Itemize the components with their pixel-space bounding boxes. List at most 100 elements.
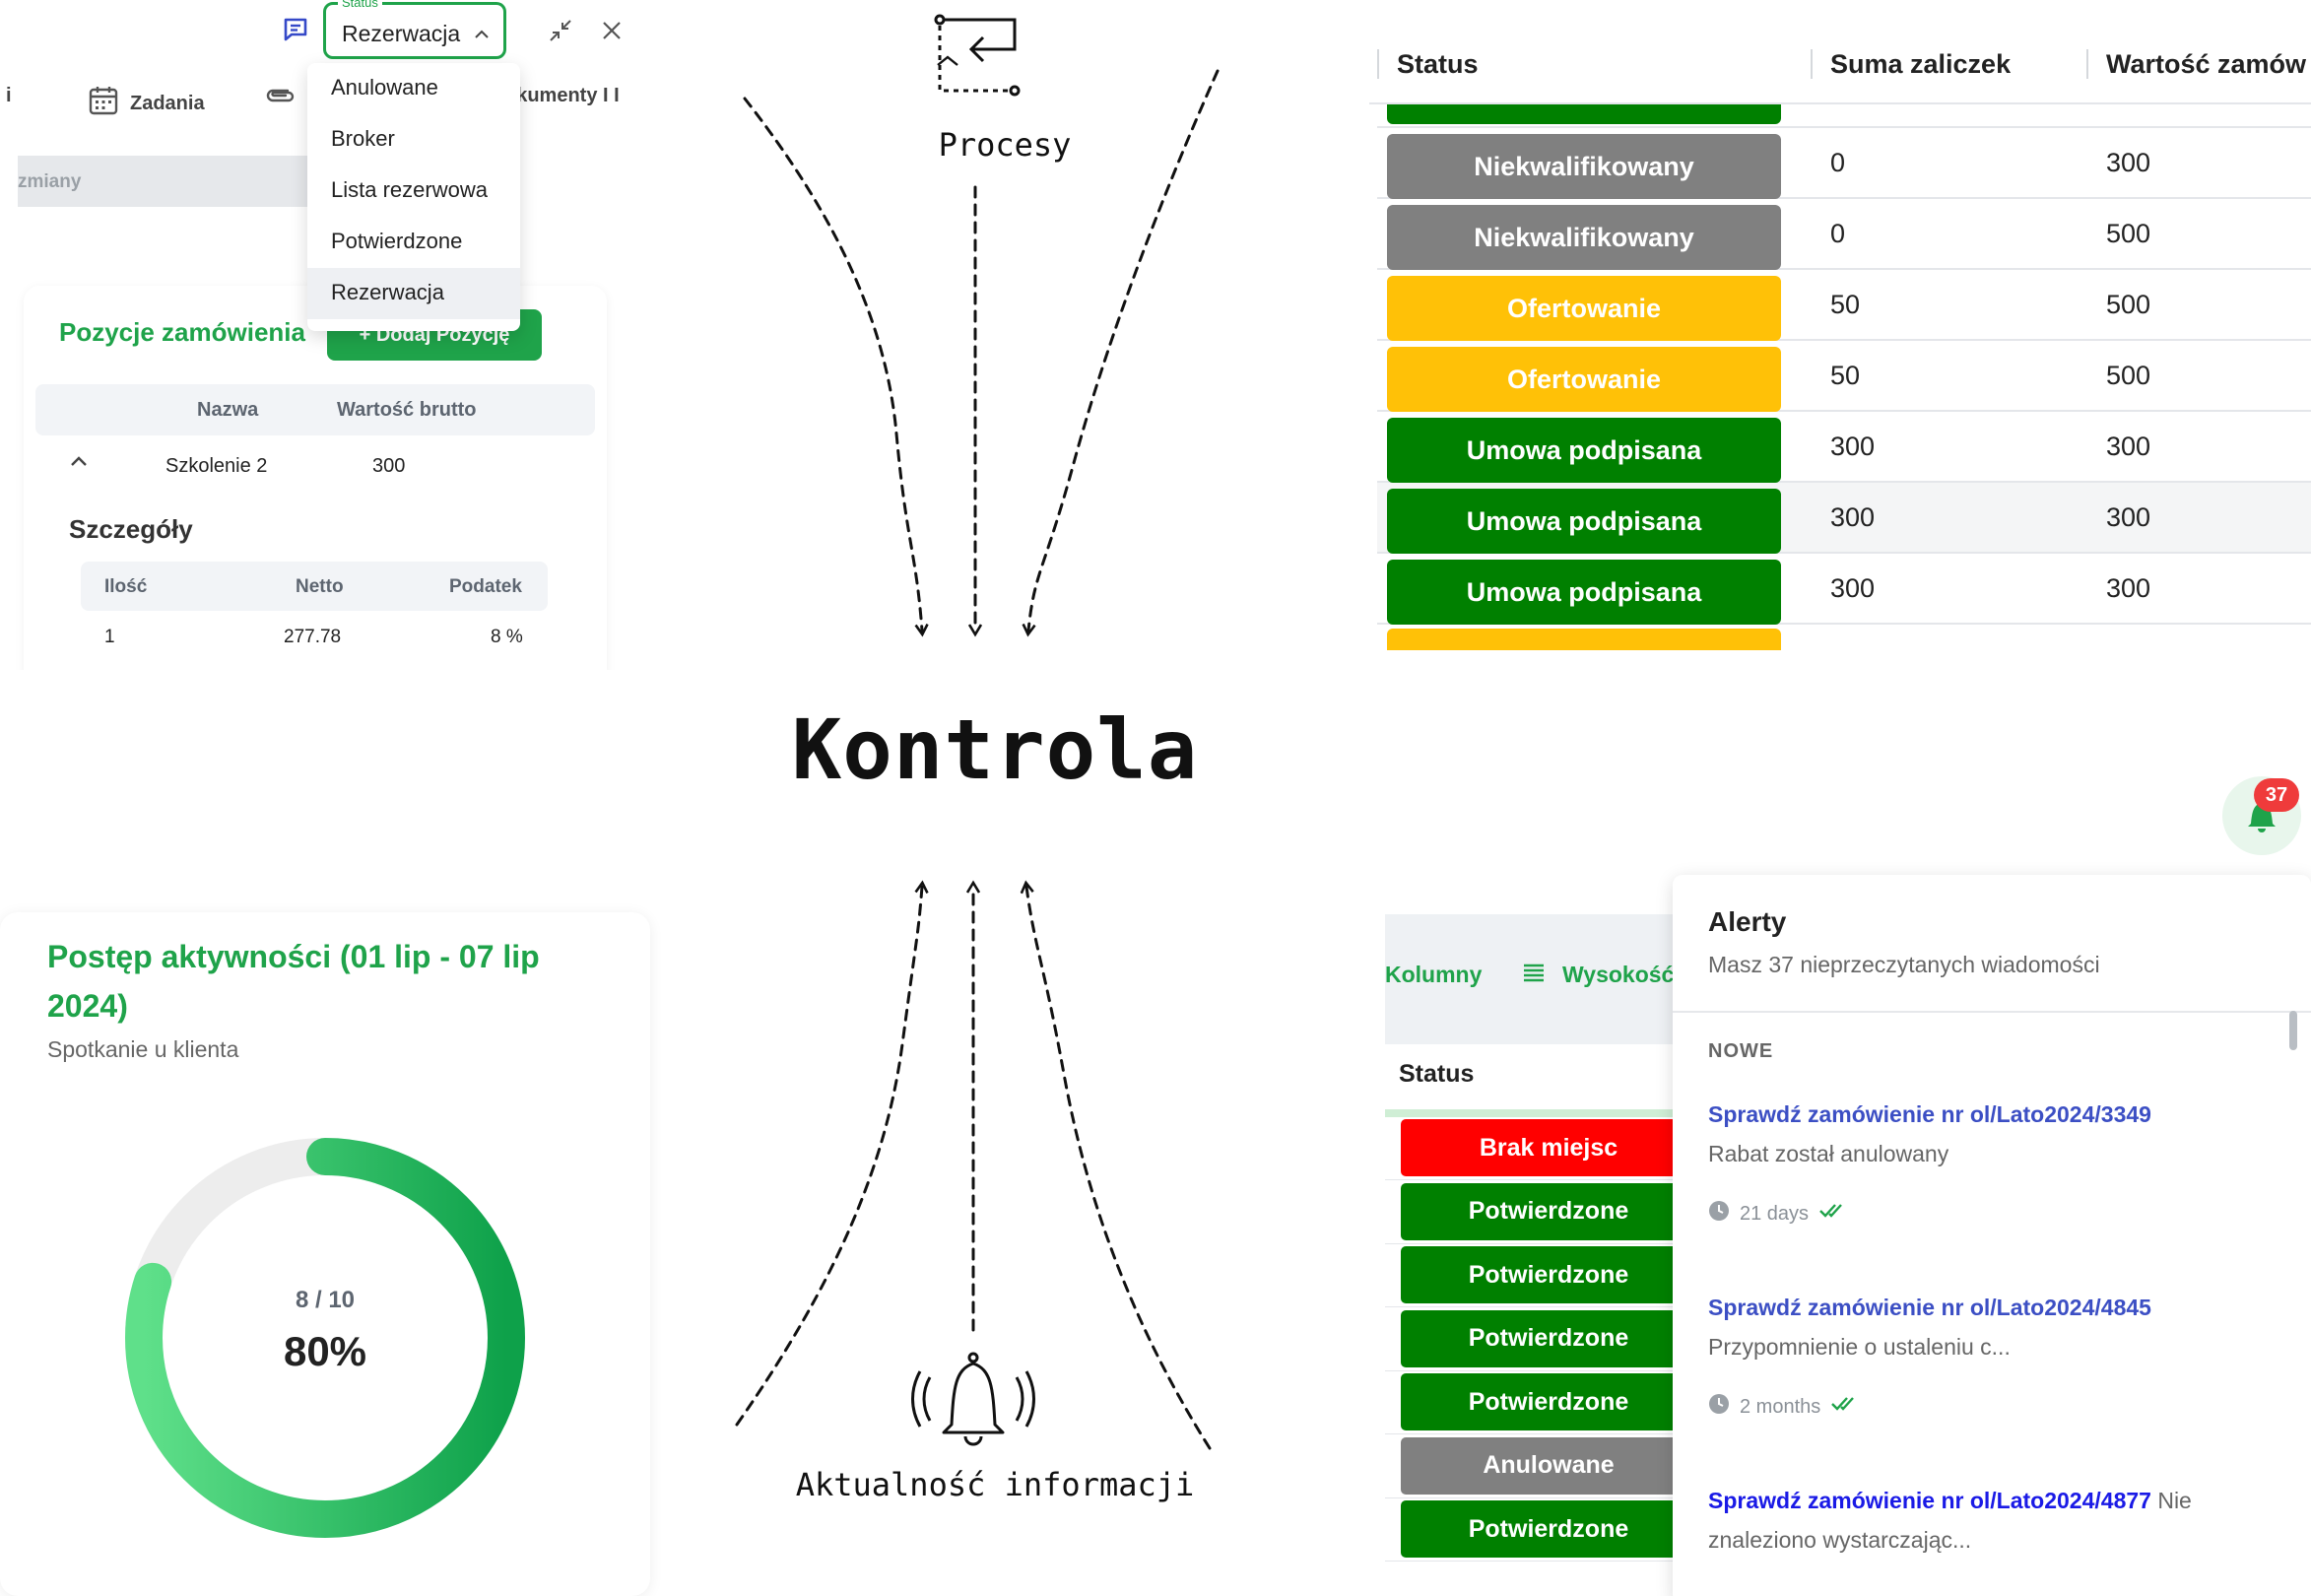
items-table-header: Nazwa Wartość brutto bbox=[35, 384, 595, 435]
alert-meta: 2 months bbox=[1708, 1393, 1860, 1421]
details-table-header: Ilość Netto Podatek bbox=[81, 562, 548, 611]
table-row[interactable]: Umowa podpisana 300 300 bbox=[1377, 483, 2311, 554]
advance-sum: 300 bbox=[1830, 502, 1876, 532]
row-divider bbox=[1385, 1496, 1681, 1498]
alert-link[interactable]: Sprawdź zamówienie nr ol/Lato2024/4845 bbox=[1708, 1295, 2151, 1320]
details-title: Szczegóły bbox=[69, 514, 193, 544]
info-freshness-label: Aktualność informacji bbox=[795, 1466, 1195, 1503]
order-items-card: Pozycje zamówienia + Dodaj Pozycję Nazwa… bbox=[24, 286, 607, 670]
tab-attachments[interactable] bbox=[264, 85, 296, 110]
activity-progress-card: Postęp aktywności (01 lip - 07 lip 2024)… bbox=[0, 912, 650, 1596]
chevron-up-icon[interactable] bbox=[69, 451, 89, 474]
bell-icon bbox=[911, 1352, 1035, 1446]
order-value: 300 bbox=[2106, 573, 2151, 603]
arrow-left-bottom bbox=[735, 887, 922, 1427]
col-status[interactable]: Status bbox=[1399, 1060, 1475, 1088]
status-badge: Ofertowanie bbox=[1387, 347, 1781, 412]
row-divider bbox=[1385, 1561, 1681, 1562]
tab-dokumenty[interactable]: okumenty I I bbox=[504, 85, 620, 106]
progress-ring bbox=[125, 1138, 525, 1538]
divider bbox=[1673, 1011, 2311, 1013]
density-button[interactable]: Wysokość bbox=[1523, 962, 1674, 988]
table-row[interactable]: Ofertowanie 50 500 bbox=[1377, 341, 2311, 412]
status-select[interactable]: Status Rezerwacja bbox=[323, 0, 506, 59]
progress-percent: 80% bbox=[283, 1328, 367, 1374]
column-separator[interactable] bbox=[1811, 49, 1813, 79]
col-wartosc-brutto: Wartość brutto bbox=[337, 399, 477, 421]
collapse-icon[interactable] bbox=[548, 18, 573, 48]
table-row-partial bbox=[1377, 629, 2311, 650]
advance-sum: 50 bbox=[1830, 361, 1861, 390]
double-check-icon bbox=[1818, 1202, 1848, 1226]
advance-sum: 50 bbox=[1830, 290, 1861, 319]
advance-sum: 0 bbox=[1830, 148, 1846, 177]
alerts-popover: Alerty Masz 37 nieprzeczytanych wiadomoś… bbox=[1673, 875, 2311, 1596]
arrow-right-top bbox=[1028, 69, 1220, 631]
columns-button[interactable]: Kolumny bbox=[1385, 962, 1483, 987]
alerts-subtitle: Masz 37 nieprzeczytanych wiadomości bbox=[1708, 952, 2100, 977]
alert-desc: znaleziono wystarczając... bbox=[1708, 1527, 1972, 1553]
lines-icon bbox=[1523, 962, 1545, 988]
alert-link[interactable]: Sprawdź zamówienie nr ol/Lato2024/3349 bbox=[1708, 1101, 2151, 1127]
order-value: 300 bbox=[2106, 502, 2151, 532]
col-suma-zaliczek[interactable]: Suma zaliczek bbox=[1830, 49, 2012, 79]
progress-ratio: 8 / 10 bbox=[295, 1287, 356, 1313]
status-value: Rezerwacja bbox=[342, 21, 461, 46]
status-legend: Status bbox=[338, 0, 382, 10]
order-value: 500 bbox=[2106, 361, 2151, 390]
status-badge: Potwierdzone bbox=[1401, 1309, 1696, 1367]
dropdown-item[interactable]: Anulowane bbox=[331, 75, 438, 100]
row-divider bbox=[1385, 1306, 1681, 1307]
status-badge: Umowa podpisana bbox=[1387, 489, 1781, 554]
header-underline bbox=[1385, 1109, 1681, 1117]
control-diagram: Procesy Kontrola Aktualność informacji bbox=[690, 0, 1300, 1596]
dropdown-item[interactable]: Potwierdzone bbox=[331, 229, 463, 253]
status-badge: Umowa podpisana bbox=[1387, 418, 1781, 483]
process-icon bbox=[934, 14, 1021, 97]
advance-sum: 300 bbox=[1830, 573, 1876, 603]
detail-qty: 1 bbox=[104, 627, 115, 647]
row-divider bbox=[1385, 1433, 1681, 1434]
col-wartosc-zamowienia[interactable]: Wartość zamów bbox=[2106, 49, 2307, 79]
dropdown-item[interactable]: Lista rezerwowa bbox=[331, 177, 488, 202]
tab-partial[interactable]: i bbox=[6, 85, 12, 106]
clock-icon bbox=[1708, 1200, 1730, 1228]
status-badge: Potwierdzone bbox=[1401, 1182, 1696, 1240]
column-separator[interactable] bbox=[1377, 49, 1379, 79]
order-value: 300 bbox=[2106, 432, 2151, 461]
column-separator[interactable] bbox=[2086, 49, 2088, 79]
col-nazwa: Nazwa bbox=[197, 399, 259, 421]
notification-count-badge: 37 bbox=[2254, 778, 2299, 812]
table-row[interactable]: Niekwalifikowany 0 500 bbox=[1377, 199, 2311, 270]
status-badge: Niekwalifikowany bbox=[1387, 205, 1781, 270]
order-value: 500 bbox=[2106, 219, 2151, 248]
scrollbar-thumb[interactable] bbox=[2289, 1011, 2297, 1050]
alert-desc: Rabat został anulowany bbox=[1708, 1141, 1949, 1166]
item-name: Szkolenie 2 bbox=[165, 455, 268, 477]
col-ilosc: Ilość bbox=[104, 576, 148, 597]
dropdown-item[interactable]: Broker bbox=[331, 126, 395, 151]
advance-sum: 0 bbox=[1830, 219, 1846, 248]
status-badge: Niekwalifikowany bbox=[1387, 134, 1781, 199]
comment-icon[interactable] bbox=[282, 16, 309, 48]
paperclip-icon bbox=[264, 85, 296, 110]
alert-link[interactable]: Sprawdź zamówienie nr ol/Lato2024/4877 N… bbox=[1708, 1488, 2192, 1513]
dropdown-item-selected[interactable]: Rezerwacja bbox=[307, 268, 520, 319]
order-panel: i Zadania okumenty I I zmiany Status Rez… bbox=[0, 0, 630, 670]
status-badge bbox=[1387, 629, 1781, 650]
control-title: Kontrola bbox=[791, 701, 1199, 798]
arrow-left-top bbox=[743, 97, 922, 631]
tab-zadania[interactable]: Zadania bbox=[89, 85, 205, 122]
progress-subtitle: Spotkanie u klienta bbox=[47, 1036, 239, 1062]
col-status[interactable]: Status bbox=[1397, 49, 1479, 79]
order-value: 500 bbox=[2106, 290, 2151, 319]
card-title: Pozycje zamówienia bbox=[59, 317, 305, 347]
progress-title: Postęp aktywności (01 lip - 07 lip 2024) bbox=[47, 939, 540, 1024]
close-icon[interactable] bbox=[601, 20, 623, 46]
status-badge: Potwierdzone bbox=[1401, 1500, 1696, 1558]
